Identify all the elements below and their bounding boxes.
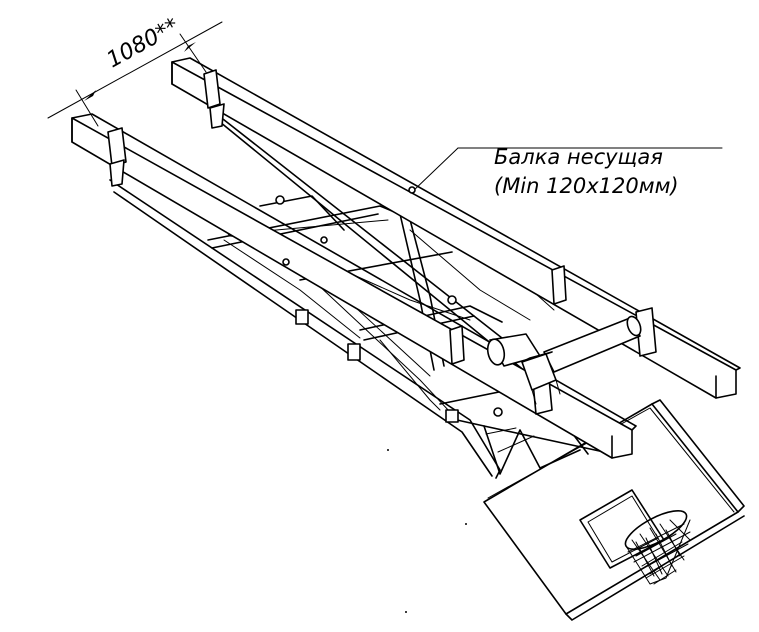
clamp-left-1-hanger <box>109 159 125 187</box>
cross-tube-end <box>626 315 642 337</box>
clamp-left-2 <box>449 325 465 365</box>
bracket-1 <box>295 309 309 325</box>
backboard-bottom-edge <box>565 515 745 621</box>
gearbox-mount <box>531 379 561 405</box>
beam-left-top <box>71 113 637 431</box>
brace-diagonal-6 <box>379 339 441 411</box>
bottom-bracing-b <box>485 427 535 453</box>
bolt-beam-1 <box>408 186 416 194</box>
beam-right-top <box>171 57 741 371</box>
bracket-3 <box>445 409 459 423</box>
bolt-beam-3 <box>282 258 290 266</box>
drive-assembly <box>486 315 642 405</box>
callout-title: Балка несущая <box>494 145 663 169</box>
mark-2 <box>465 523 467 525</box>
dimension-label: 1080** <box>103 14 183 74</box>
gearbox-top <box>521 351 553 363</box>
mark-1 <box>387 449 389 451</box>
bolt-beam-2 <box>320 236 328 244</box>
lower-rail-left-b <box>113 191 493 477</box>
bolt-1 <box>275 195 285 205</box>
lower-rail-left <box>109 179 501 479</box>
beam-callout: Балка несущая (Min 120x120мм) <box>409 145 723 198</box>
dimension-arrow-left <box>84 90 96 101</box>
ceiling-beams <box>71 57 741 459</box>
bottom-bracing <box>483 425 581 475</box>
clamp-right-1-hanger <box>209 103 225 129</box>
motor-end-cap <box>486 338 506 366</box>
clamp-right-2 <box>551 265 567 305</box>
backboard-edge <box>651 399 745 513</box>
backboard-frame-inner <box>487 407 735 513</box>
width-dimension: 1080** <box>47 14 223 127</box>
net-strands-c <box>635 529 681 577</box>
bolt-3 <box>447 295 457 305</box>
dimension-arrow-right <box>184 42 196 52</box>
dimension-line <box>47 21 223 119</box>
mark-3 <box>405 611 407 613</box>
extension-line-left <box>75 89 99 127</box>
net-strands-d <box>635 533 683 575</box>
brace-diagonal-4 <box>409 229 531 321</box>
brace-diagonal-7 <box>299 267 451 413</box>
clamp-right-3 <box>635 307 657 357</box>
brace-diagonal-1 <box>223 239 361 339</box>
extension-line-right <box>179 33 207 73</box>
clamp-right-1 <box>203 69 221 109</box>
callout-subtitle: (Min 120x120мм) <box>494 174 679 198</box>
clamp-left-1 <box>107 127 127 167</box>
bracket-2 <box>347 343 361 361</box>
construction-marks <box>387 449 467 613</box>
bolt-4 <box>493 407 503 417</box>
hoop <box>624 510 691 585</box>
callout-leader <box>411 147 459 193</box>
